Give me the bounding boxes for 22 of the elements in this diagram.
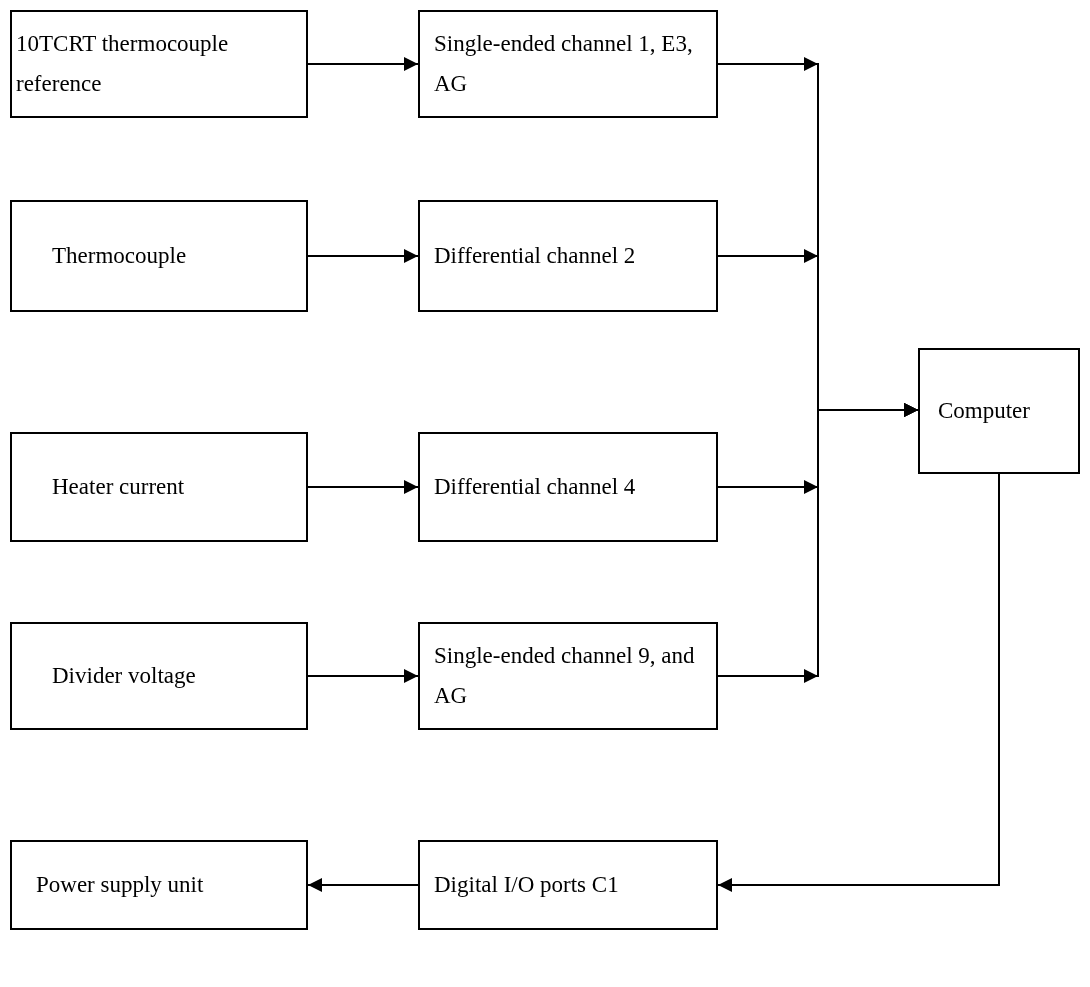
process-box (10, 432, 308, 542)
box-label: Power supply unit (36, 871, 204, 899)
process-box (418, 622, 718, 730)
process-box (10, 622, 308, 730)
process-box (418, 10, 718, 118)
box-label: Computer (938, 397, 1030, 425)
process-box (10, 10, 308, 118)
box-label: Digital I/O ports C1 (434, 871, 619, 899)
process-box (418, 200, 718, 312)
box-label: Differential channel 2 (434, 242, 636, 270)
process-box (918, 348, 1080, 474)
box-label: Differential channel 4 (434, 473, 636, 501)
box-label: Heater current (52, 473, 185, 501)
box-label: Single-ended channel 1, E3, AG (434, 30, 694, 98)
process-box (10, 840, 308, 930)
process-box (418, 840, 718, 930)
process-box (10, 200, 308, 312)
box-label: 10TCRT thermocouple reference (16, 30, 230, 98)
box-label: Divider voltage (52, 662, 196, 690)
box-label: Single-ended channel 9, and AG (434, 642, 696, 710)
process-box (418, 432, 718, 542)
box-label: Thermocouple (52, 242, 187, 270)
